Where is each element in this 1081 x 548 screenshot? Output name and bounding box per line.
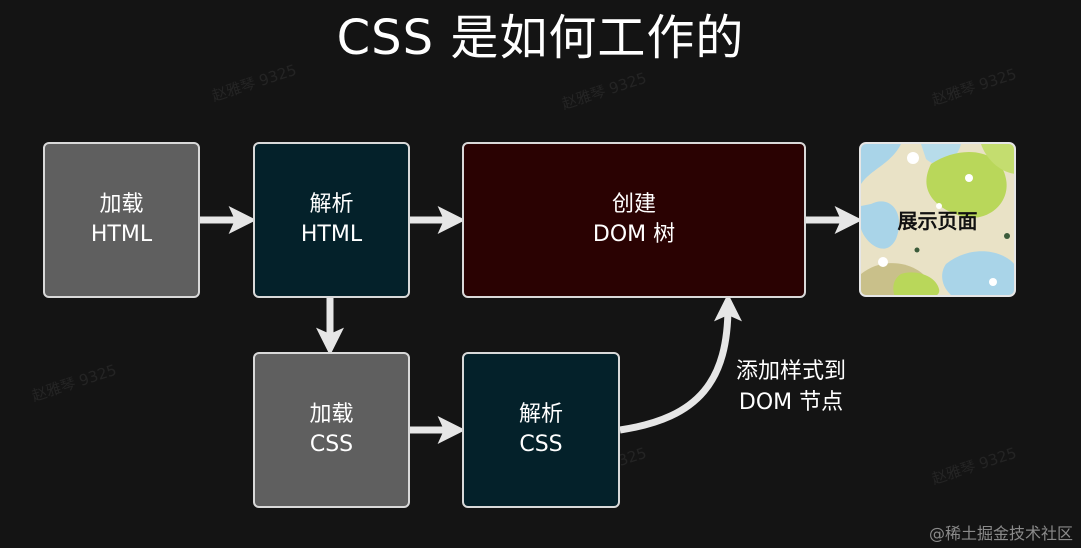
parse-css-label: 解析 CSS	[519, 400, 563, 460]
watermark: 赵雅琴 9325	[929, 443, 1019, 489]
watermark: 赵雅琴 9325	[559, 68, 649, 114]
create-dom-label: 创建 DOM 树	[593, 190, 675, 250]
side-note-line1: 添加样式到	[735, 359, 846, 384]
load-css-box: 加载 CSS	[253, 352, 410, 508]
load-html-line2: HTML	[90, 222, 153, 247]
create-dom-box: 创建 DOM 树	[462, 142, 806, 298]
load-html-line1: 加载	[99, 192, 144, 217]
side-note-line2: DOM 节点	[738, 390, 844, 415]
arrow-parse-css-to-create-dom	[619, 293, 742, 434]
parse-css-line2: CSS	[519, 432, 563, 457]
parse-css-line1: 解析	[518, 402, 563, 427]
load-css-label: 加载 CSS	[309, 400, 353, 460]
display-page-label: 展示页面	[897, 209, 978, 233]
parse-css-box: 解析 CSS	[462, 352, 620, 508]
create-dom-line2: DOM 树	[592, 222, 676, 247]
parse-html-box: 解析 HTML	[253, 142, 410, 298]
watermark: 赵雅琴 9325	[29, 360, 119, 406]
abstract-pattern-illustration	[861, 144, 1014, 295]
side-note: 添加样式到 DOM 节点	[718, 356, 864, 418]
load-html-label: 加载 HTML	[91, 190, 152, 250]
diagram-title: CSS 是如何工作的	[336, 10, 745, 66]
display-page-image: 展示页面	[859, 142, 1016, 297]
create-dom-line1: 创建	[611, 192, 656, 217]
source-credit: @稀土掘金技术社区	[928, 524, 1073, 543]
load-css-line1: 加载	[309, 402, 354, 427]
load-html-box: 加载 HTML	[43, 142, 200, 298]
parse-html-line1: 解析	[309, 192, 354, 217]
parse-html-line2: HTML	[300, 222, 363, 247]
parse-html-label: 解析 HTML	[301, 190, 362, 250]
load-css-line2: CSS	[309, 432, 354, 457]
